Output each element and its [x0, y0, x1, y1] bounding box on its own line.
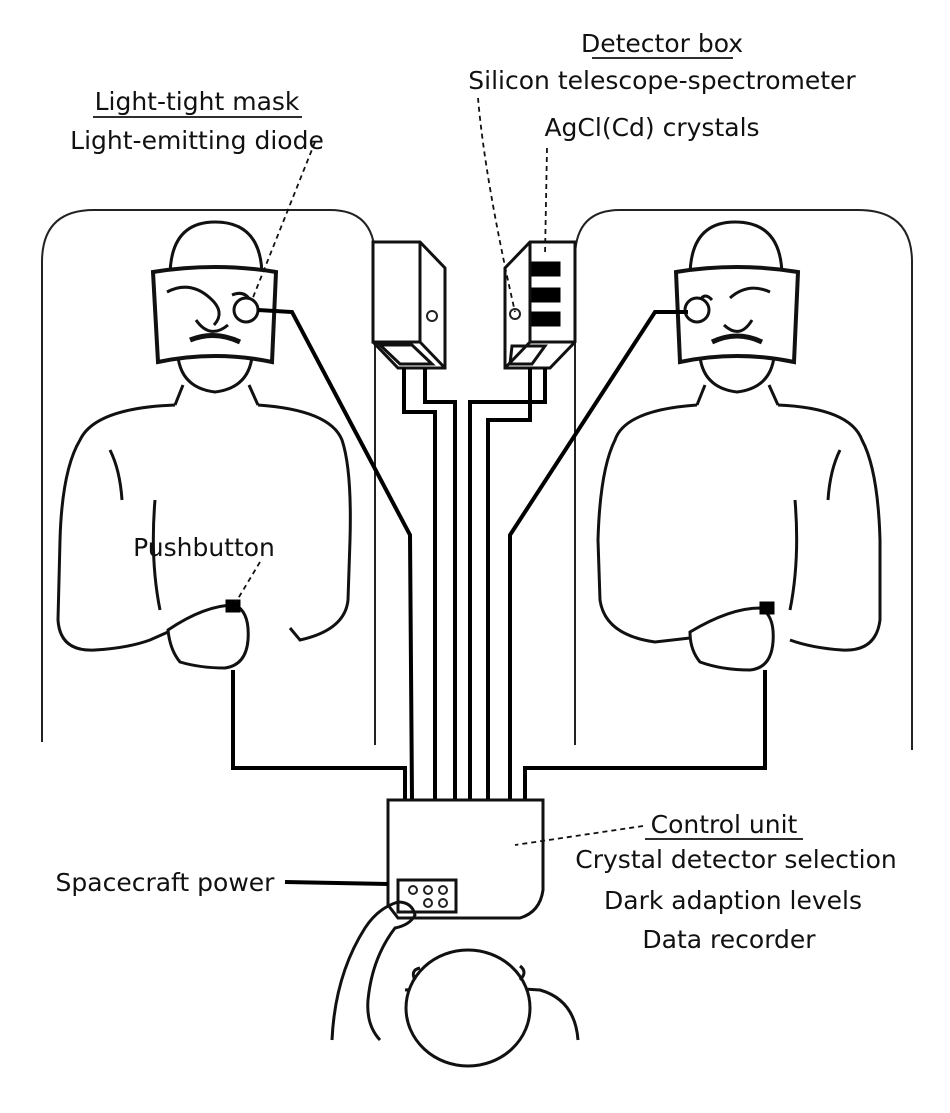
label-data-recorder: Data recorder: [642, 925, 816, 954]
leader-pushbutton: [235, 561, 261, 603]
right-seat-outline: [574, 209, 913, 750]
leader-control-unit: [514, 825, 644, 846]
label-detector-box: Detector box: [581, 29, 743, 58]
label-agcl-crystals: AgCl(Cd) crystals: [544, 113, 759, 142]
left-seat-outline: [41, 209, 376, 745]
label-light-emitting-diode: Light-emitting diode: [70, 126, 324, 155]
left-detector-box: [371, 240, 447, 370]
left-astronaut-figure: [56, 220, 352, 670]
label-silicon-telescope: Silicon telescope-spectrometer: [468, 66, 856, 95]
leader-silicon-telescope: [477, 97, 516, 313]
right-led-icon: [683, 296, 711, 324]
label-spacecraft-power: Spacecraft power: [56, 868, 276, 897]
label-crystal-detector-selection: Crystal detector selection: [575, 845, 896, 874]
label-pushbutton: Pushbutton: [133, 533, 275, 562]
label-dark-adaption-levels: Dark adaption levels: [604, 886, 862, 915]
leader-mask: [251, 141, 316, 301]
leader-agcl-crystals: [544, 147, 548, 256]
label-control-unit: Control unit: [651, 810, 798, 839]
cable-bundle: [231, 308, 767, 801]
left-led-icon: [232, 296, 260, 324]
right-astronaut-figure: [596, 220, 882, 672]
right-detector-box: [503, 240, 577, 370]
operator-figure: [330, 900, 580, 1068]
spacecraft-power-cable: [284, 880, 389, 886]
control-unit-box: [386, 798, 545, 920]
label-light-tight-mask: Light-tight mask: [95, 87, 300, 116]
